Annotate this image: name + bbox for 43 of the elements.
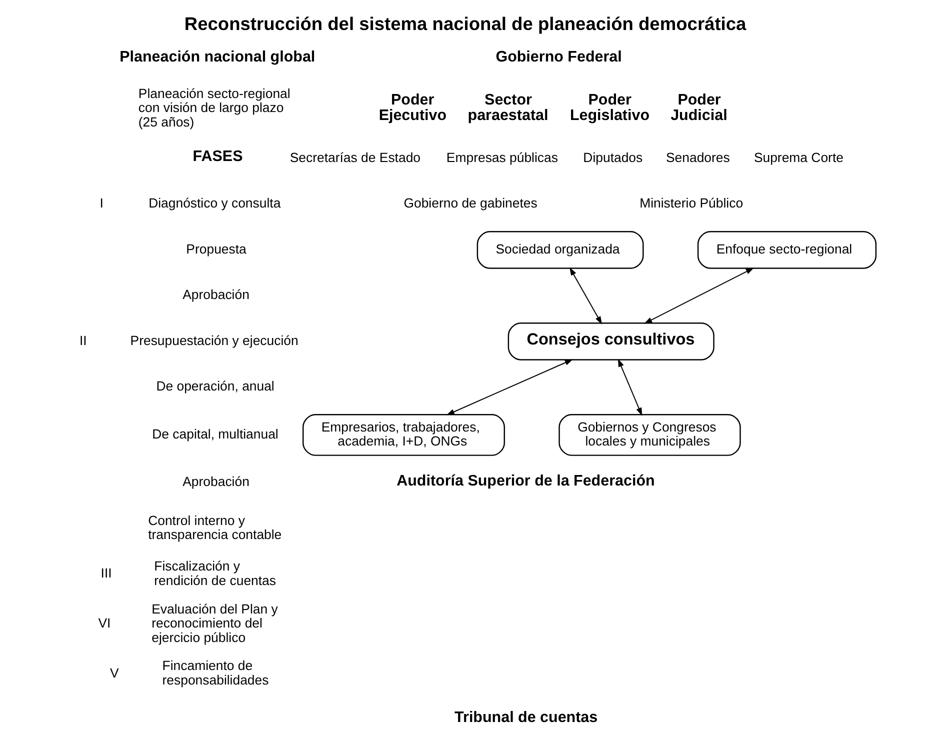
label: De operación, anual	[156, 378, 274, 394]
diagram-title: Reconstrucción del sistema nacional de planeación democrática	[184, 12, 746, 34]
label: Ministerio Público	[640, 196, 744, 211]
label: VI	[98, 616, 111, 631]
label: Evaluación del Plan y reconocimiento del ejercicio público	[152, 601, 278, 645]
label: Planeación secto-regional con visión de largo plazo (25 años)	[138, 86, 290, 130]
label: Diputados	[583, 150, 643, 165]
label: Gobierno Federal	[496, 48, 622, 66]
label: Empresas públicas	[446, 150, 558, 165]
label: Diagnóstico y consulta	[148, 196, 281, 211]
label: Sector paraestatal	[468, 92, 548, 124]
label: Poder Ejecutivo	[378, 92, 447, 124]
label: Suprema Corte	[754, 150, 844, 165]
node-box: Gobiernos y Congresos locales y municipales	[558, 414, 741, 456]
node-box: Sociedad organizada	[476, 231, 644, 269]
label: Fiscalización y rendición de cuentas	[154, 558, 276, 588]
label: Auditoría Superior de la Federación	[396, 472, 655, 490]
label: Presupuestación y ejecución	[130, 332, 298, 348]
label: Planeación nacional global	[120, 48, 316, 66]
label: Secretarías de Estado	[290, 150, 421, 165]
label: Control interno y transparencia contable	[148, 512, 282, 542]
label: Poder Legislativo	[570, 92, 650, 124]
label: I	[100, 196, 104, 211]
label: V	[110, 665, 119, 680]
arrow	[644, 268, 754, 324]
label: FASES	[192, 148, 243, 166]
label: II	[79, 332, 87, 348]
label: Fincamiento de responsabilidades	[162, 658, 269, 688]
label: Poder Judicial	[670, 92, 728, 124]
node-box: Empresarios, trabajadores, academia, I+D, ONGs	[302, 414, 505, 456]
arrow	[570, 267, 602, 324]
label: Aprobación	[182, 474, 250, 490]
label: Aprobación	[182, 287, 250, 302]
label: Propuesta	[186, 241, 246, 256]
arrow	[446, 359, 574, 416]
label: III	[100, 566, 112, 581]
node-box: Consejos consultivos	[508, 322, 714, 360]
label: Tribunal de cuentas	[454, 709, 598, 726]
arrow	[618, 358, 642, 416]
label: Senadores	[666, 150, 730, 165]
label: De capital, multianual	[152, 426, 278, 442]
node-box: Enfoque secto-regional	[697, 231, 877, 269]
label: Gobierno de gabinetes	[404, 196, 538, 211]
